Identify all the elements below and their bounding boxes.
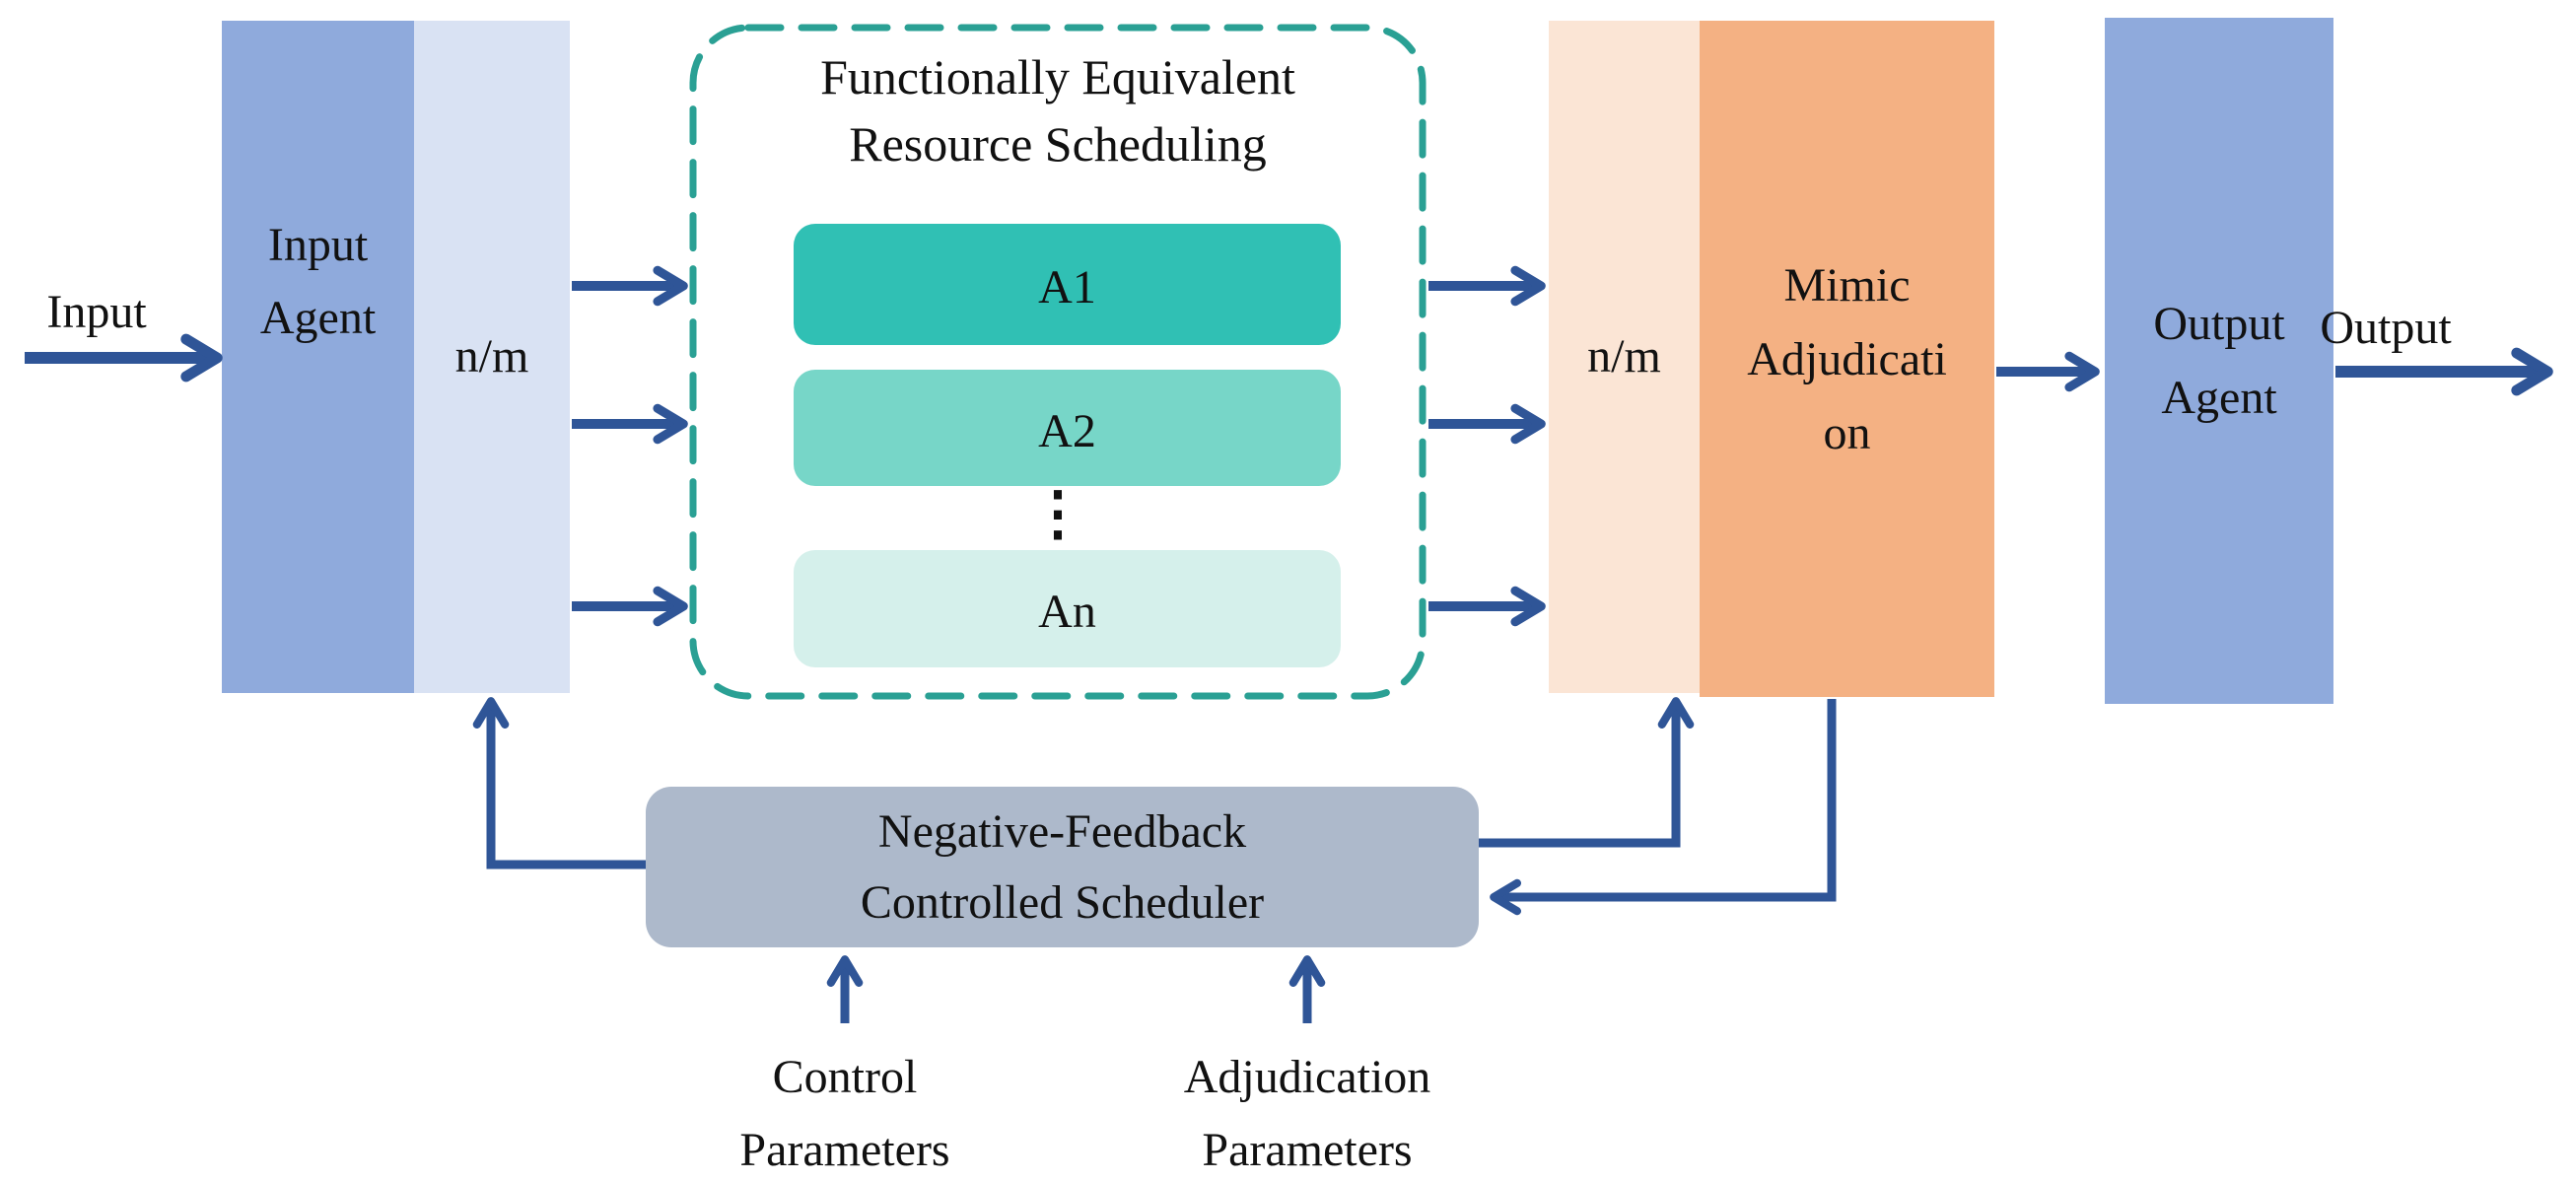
scheduler-label: Negative-Feedback Controlled Scheduler xyxy=(860,804,1265,929)
egress-redundancy-label: n/m xyxy=(1587,330,1661,382)
scheduler-box xyxy=(646,787,1479,947)
mimic-adjudication-box xyxy=(1700,21,1994,697)
output-agent-label: Output Agent xyxy=(2153,298,2285,424)
scheduler-to-ingress-feedback-arrow xyxy=(472,697,646,869)
output-agent-box xyxy=(2105,18,2333,704)
control-params-label: Control Parameters xyxy=(739,1051,950,1176)
executor-a1-label: A1 xyxy=(1038,261,1096,313)
executors-ellipsis: ⋮ xyxy=(1028,481,1087,546)
output-label: Output xyxy=(2320,302,2452,354)
adjudication-params-label: Adjudication Parameters xyxy=(1183,1051,1431,1176)
scheduler-to-egress-feedback-arrow xyxy=(1479,697,1695,848)
ingress-redundancy-label: n/m xyxy=(454,330,529,382)
input-agent-label: Input Agent xyxy=(259,219,377,344)
ingress-redundancy-box xyxy=(414,21,570,693)
egress-redundancy-box xyxy=(1549,21,1700,693)
input-agent-box xyxy=(222,21,414,693)
adjudication-to-scheduler-feedback-arrow xyxy=(1490,699,1837,916)
fers-title: Functionally Equivalent Resource Schedul… xyxy=(820,49,1295,172)
mimic-adjudication-label: Mimic Adjudicati on xyxy=(1747,258,1947,459)
executor-a2-label: A2 xyxy=(1038,405,1096,457)
executor-an-label: An xyxy=(1038,586,1096,638)
input-label: Input xyxy=(46,286,147,338)
